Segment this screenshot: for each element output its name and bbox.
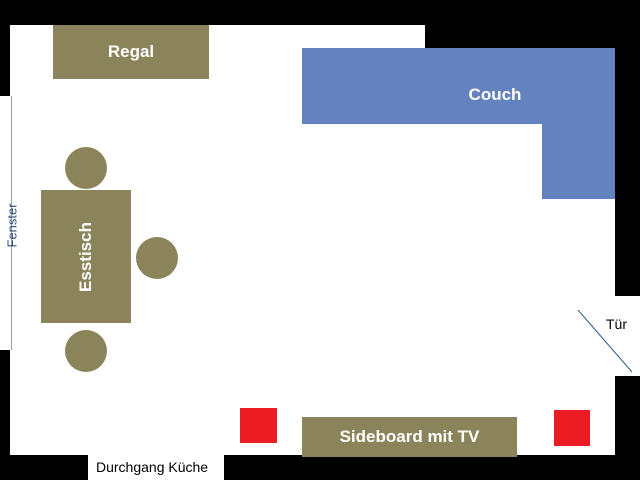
- window-opening: [0, 96, 10, 350]
- door-opening: [600, 296, 640, 376]
- door-swing: [577, 309, 633, 373]
- couch-label-box: Couch: [440, 80, 550, 110]
- sideboard-label: Sideboard mit TV: [339, 427, 480, 446]
- speaker-left: [240, 408, 277, 443]
- tuer-label: Tür: [606, 316, 627, 332]
- fenster-label-box: Fenster: [0, 200, 24, 250]
- durchgang-label: Durchgang Küche: [96, 459, 209, 475]
- couch-side: [542, 124, 615, 199]
- kitchen-passage-opening: [88, 455, 224, 480]
- sideboard-tv: Sideboard mit TV: [302, 417, 517, 457]
- esstisch-table: Esstisch: [41, 190, 131, 323]
- chair-top: [65, 147, 107, 189]
- regal-shelf: Regal: [53, 25, 209, 79]
- window-line: [11, 96, 12, 350]
- chair-bottom: [65, 330, 107, 372]
- esstisch-label: Esstisch: [76, 221, 95, 292]
- couch-top: [302, 48, 615, 124]
- regal-label: Regal: [107, 42, 155, 61]
- couch-label: Couch: [468, 85, 522, 104]
- fenster-label: Fenster: [4, 202, 20, 248]
- chair-right: [136, 237, 178, 279]
- room-floor-right-lower: [425, 296, 615, 376]
- speaker-right: [554, 410, 590, 446]
